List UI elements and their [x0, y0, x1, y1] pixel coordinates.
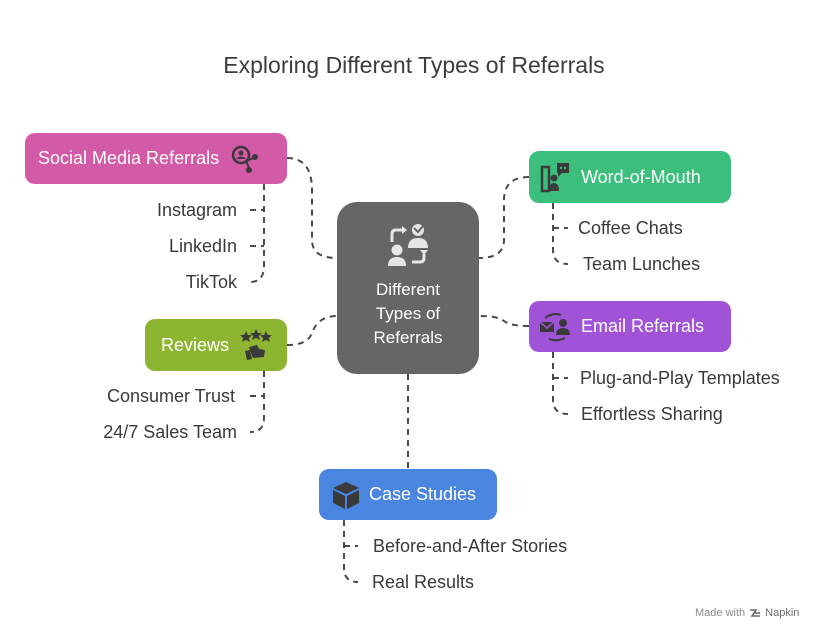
- reviews-node: Reviews: [145, 319, 287, 371]
- diagram-title: Exploring Different Types of Referrals: [223, 52, 605, 78]
- email-referrals-node: Email Referrals: [529, 301, 731, 352]
- connector-word-leaves: [552, 203, 569, 265]
- social-leaf-tiktok: TikTok: [185, 272, 237, 292]
- reviews-label: Reviews: [161, 334, 230, 355]
- word-leaf-team-lunches: Team Lunches: [583, 254, 701, 274]
- case-studies-node: Case Studies: [319, 469, 497, 520]
- email-referrals-label: Email Referrals: [581, 316, 705, 336]
- email-leaf-templates: Plug-and-Play Templates: [580, 368, 780, 388]
- connector-reviews-leaves: [249, 371, 265, 433]
- social-network-icon: [231, 145, 259, 173]
- connector-reviews: [286, 315, 338, 346]
- center-node: Different Types of Referrals: [337, 202, 479, 374]
- connector-case-leaves: [343, 520, 359, 583]
- referral-exchange-icon: [388, 224, 428, 266]
- center-label: Different Types of Referrals: [373, 280, 443, 347]
- connector-email: [478, 315, 530, 327]
- social-media-referrals-label: Social Media Referrals: [38, 148, 220, 168]
- word-leaf-coffee-chats: Coffee Chats: [578, 218, 683, 238]
- box-icon: [333, 481, 359, 509]
- connector-email-leaves: [552, 352, 569, 415]
- watermark-made-with: Made with: [695, 607, 746, 619]
- word-of-mouth-label: Word-of-Mouth: [581, 166, 701, 187]
- case-leaf-real-results: Real Results: [372, 572, 475, 592]
- social-leaf-linkedin: LinkedIn: [168, 236, 237, 256]
- watermark-brand: Napkin: [765, 607, 800, 619]
- rating-stars-icon: [240, 329, 273, 360]
- email-share-icon: [539, 312, 570, 341]
- case-studies-label: Case Studies: [369, 484, 477, 504]
- reviews-leaf-consumer-trust: Consumer Trust: [106, 386, 235, 406]
- napkin-logo-icon: [750, 609, 761, 617]
- connector-social-leaves: [249, 184, 265, 283]
- word-of-mouth-node: Word-of-Mouth: [529, 151, 731, 203]
- social-media-referrals-node: Social Media Referrals: [25, 133, 287, 184]
- case-leaf-before-after: Before-and-After Stories: [373, 536, 568, 556]
- watermark: Made with Napkin: [695, 607, 799, 619]
- connector-word: [478, 176, 530, 259]
- email-leaf-sharing: Effortless Sharing: [581, 404, 723, 424]
- speaking-person-icon: [540, 163, 569, 193]
- connector-social: [286, 157, 338, 259]
- reviews-leaf-sales-team: 24/7 Sales Team: [103, 422, 237, 442]
- social-leaf-instagram: Instagram: [156, 200, 237, 220]
